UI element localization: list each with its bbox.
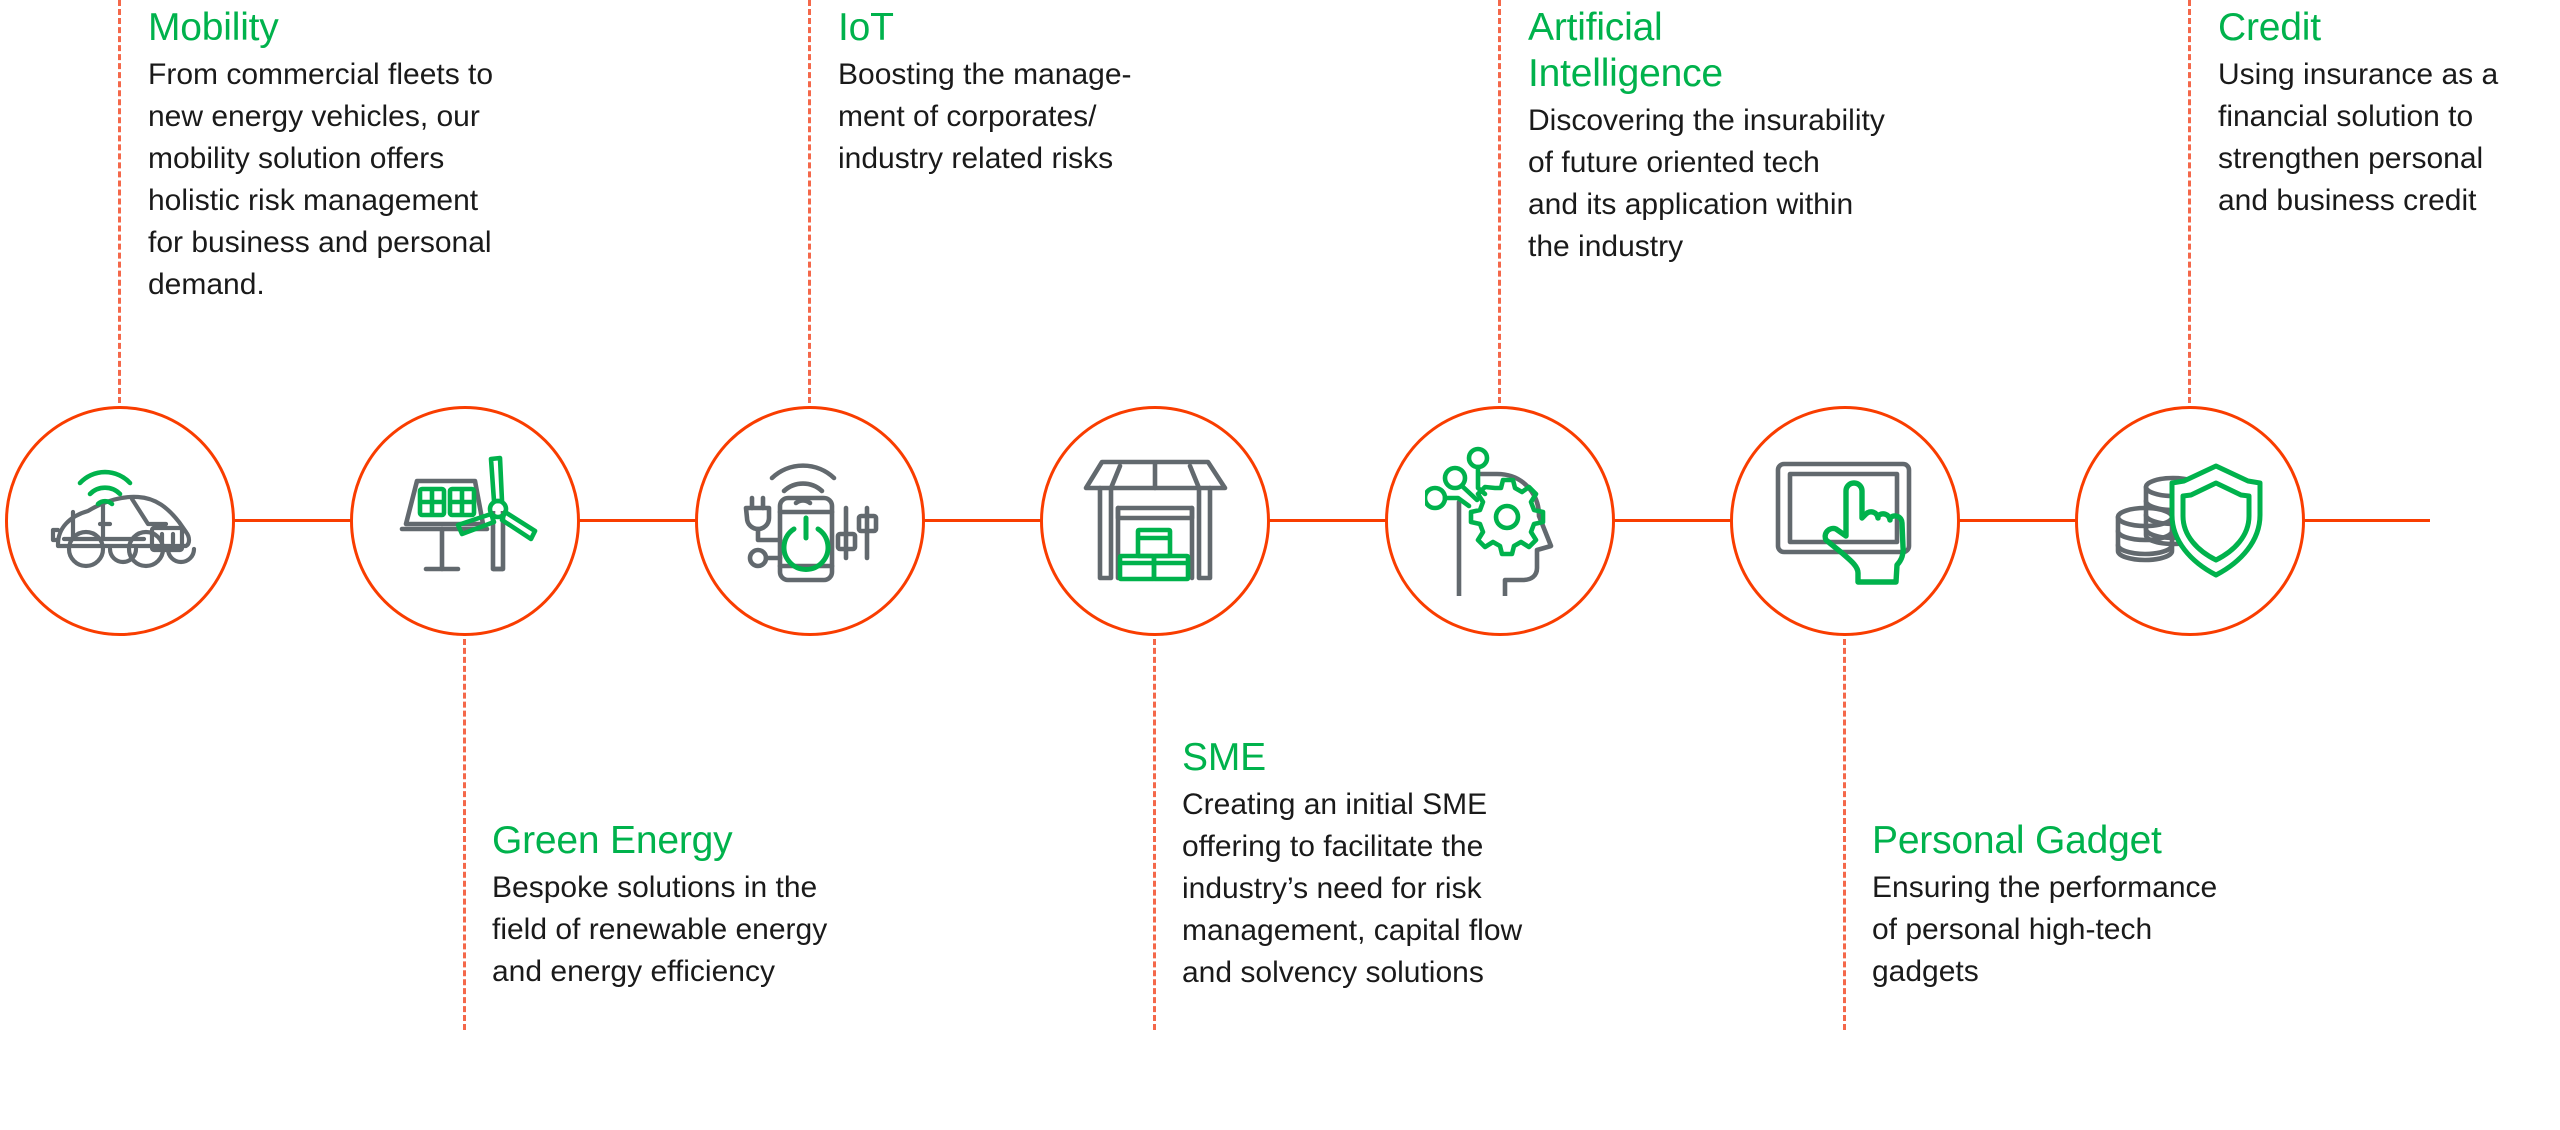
title-iot: IoT	[838, 6, 894, 49]
node-mobility[interactable]	[5, 406, 235, 636]
connector-rail	[130, 519, 2430, 522]
body-credit: Using insurance as a financial solution …	[2218, 58, 2499, 217]
body-personal-gadget: Ensuring the performance of personal hig…	[1872, 871, 2218, 988]
leader-mobility	[118, 0, 121, 412]
title-ai: Artificial Intelligence	[1528, 6, 1723, 95]
leader-ai	[1498, 0, 1501, 412]
leader-iot	[808, 0, 811, 412]
title-personal-gadget: Personal Gadget	[1872, 819, 2162, 862]
body-iot: Boosting the manage- ment of corporates/…	[838, 58, 1132, 175]
body-sme: Creating an initial SME offering to faci…	[1182, 788, 1523, 989]
shop-storefront-icon	[1043, 409, 1267, 633]
text-block-mobility: Mobility From commercial fleets to new e…	[148, 5, 578, 306]
text-block-sme: SME Creating an initial SME offering to …	[1182, 735, 1632, 994]
text-block-ai: Artificial Intelligence Discovering the …	[1528, 5, 1998, 268]
leader-green-energy	[463, 630, 466, 1030]
head-gear-network-icon	[1388, 409, 1612, 633]
text-block-green-energy: Green Energy Bespoke solutions in the fi…	[492, 818, 932, 993]
text-block-personal-gadget: Personal Gadget Ensuring the performance…	[1872, 818, 2322, 993]
node-iot[interactable]	[695, 406, 925, 636]
title-sme: SME	[1182, 736, 1266, 779]
node-ai[interactable]	[1385, 406, 1615, 636]
node-green-energy[interactable]	[350, 406, 580, 636]
leader-credit	[2188, 0, 2191, 412]
coins-shield-icon	[2078, 409, 2302, 633]
body-mobility: From commercial fleets to new energy veh…	[148, 58, 494, 301]
node-credit[interactable]	[2075, 406, 2305, 636]
connected-car-icon	[8, 409, 232, 633]
leader-personal-gadget	[1843, 630, 1846, 1030]
body-ai: Discovering the insurability of future o…	[1528, 104, 1885, 263]
body-green-energy: Bespoke solutions in the field of renewa…	[492, 871, 828, 988]
solar-wind-icon	[353, 409, 577, 633]
title-credit: Credit	[2218, 6, 2321, 49]
tablet-touch-hand-icon	[1733, 409, 1957, 633]
title-green-energy: Green Energy	[492, 819, 733, 862]
leader-sme	[1153, 630, 1156, 1030]
node-personal-gadget[interactable]	[1730, 406, 1960, 636]
text-block-credit: Credit Using insurance as a financial so…	[2218, 5, 2560, 222]
text-block-iot: IoT Boosting the manage- ment of corpora…	[838, 5, 1238, 180]
node-sme[interactable]	[1040, 406, 1270, 636]
title-mobility: Mobility	[148, 6, 279, 49]
smart-device-power-icon	[698, 409, 922, 633]
